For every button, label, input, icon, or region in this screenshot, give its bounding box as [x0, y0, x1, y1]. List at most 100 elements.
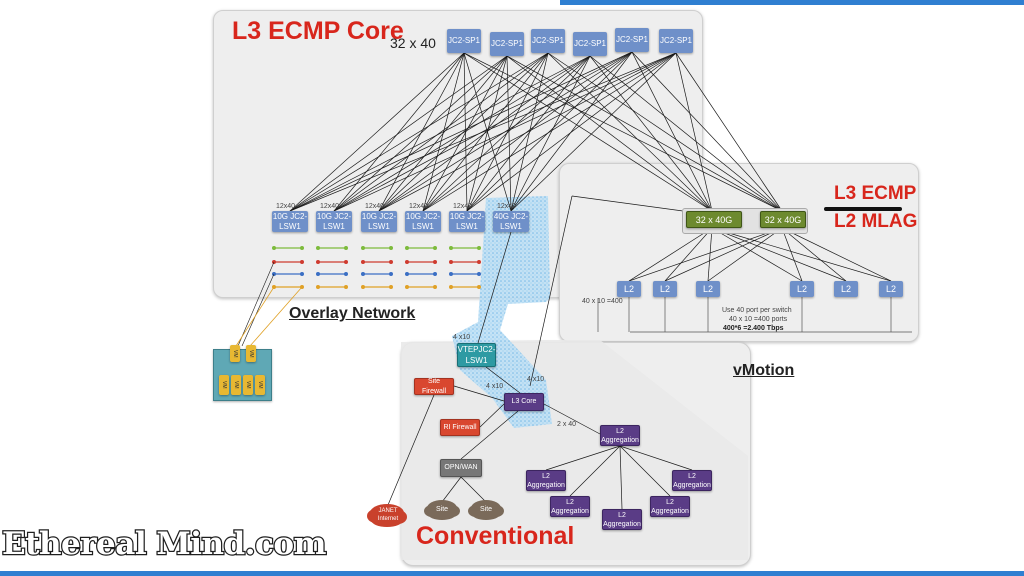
spine-leaf-link [289, 52, 465, 212]
leaf-label: 10G JC2-LSW1 [449, 211, 485, 231]
capacity-note-2: 40 x 10 =400 ports [729, 316, 788, 323]
l2-switch[interactable]: L2 [834, 281, 858, 297]
host-port-dot [449, 285, 453, 289]
spine-leaf-link [510, 52, 677, 212]
site-firewall[interactable]: Site Firewall [414, 378, 454, 395]
l2-switch[interactable]: L2 [617, 281, 641, 297]
l2-switch[interactable]: L2 [790, 281, 814, 297]
host-port-dot [389, 260, 393, 264]
mlag-switch-2[interactable]: 32 x 40G [760, 211, 806, 228]
site-cloud-2 [468, 500, 504, 520]
spine-leaf-link [422, 55, 591, 212]
spine-switch[interactable]: JC2-SP1 [447, 29, 481, 53]
spine-leaf-link [289, 55, 508, 212]
leaf-switch[interactable]: 10G JC2-LSW1 [361, 211, 397, 232]
l2-aggregation[interactable]: L2 Aggregation [602, 509, 642, 530]
spine-switch[interactable]: JC2-SP1 [490, 32, 524, 56]
mlag-l2-link [781, 227, 892, 282]
spine-mlag-link [631, 51, 783, 212]
mlag-l2-link [664, 227, 783, 282]
vmotion-label: vMotion [733, 362, 795, 379]
opn-wan[interactable]: OPN/WAN [440, 459, 482, 477]
spine-leaf-link [289, 51, 633, 212]
l2-switch[interactable]: L2 [696, 281, 720, 297]
mlag-l2-link [781, 227, 847, 282]
mlag-l2-link [781, 227, 803, 282]
host-vm-link [237, 261, 275, 347]
vm-tile[interactable]: VM [246, 345, 256, 362]
mlag-l2-link [707, 227, 783, 282]
host-port-dot [405, 285, 409, 289]
overlay-network-label: Overlay Network [289, 305, 416, 322]
l2-aggregation-main[interactable]: L2 Aggregation [600, 425, 640, 446]
leaf-switch[interactable]: 10G JC2-LSW1 [405, 211, 441, 232]
host-port-dot [316, 285, 320, 289]
mlag-l2-link [628, 227, 783, 282]
vm-tile[interactable]: VM [243, 375, 253, 395]
leaf-uplink-label: 12x40 [320, 203, 340, 210]
vm-tile[interactable]: VM [219, 375, 229, 395]
l2-switch[interactable]: L2 [879, 281, 903, 297]
agg-link [619, 445, 693, 471]
leaf-switch[interactable]: 10G JC2-LSW1 [272, 211, 308, 232]
core-link [485, 366, 521, 394]
leaf-uplink-label: 12x40 [497, 203, 517, 210]
vm-tile[interactable]: VM [255, 375, 265, 395]
spine-label: JC2-SP1 [531, 36, 564, 45]
l3-core[interactable]: L3 Core [504, 393, 544, 411]
spine-switch[interactable]: JC2-SP1 [615, 28, 649, 52]
host-port-dot [344, 272, 348, 276]
spine-leaf-link [333, 55, 508, 212]
spine-switch[interactable]: JC2-SP1 [659, 29, 693, 53]
host-port-dot [344, 260, 348, 264]
host-port-dot [405, 260, 409, 264]
host-port-dot [389, 272, 393, 276]
leaf-label: 40G JC2-LSW1 [493, 211, 529, 231]
l2-aggregation[interactable]: L2 Aggregation [650, 496, 690, 517]
leaf-uplink-label: 12x40 [453, 203, 473, 210]
host-vm-link [249, 286, 303, 347]
vtep-uplink [529, 195, 573, 387]
host-port-dot [477, 260, 481, 264]
vm-tile[interactable]: VM [230, 345, 240, 362]
ri-firewall[interactable]: RI Firewall [440, 419, 480, 436]
spine-leaf-link [333, 52, 549, 212]
host-port-dot [361, 285, 365, 289]
leaf-switch[interactable]: 10G JC2-LSW1 [316, 211, 352, 232]
spine-switch[interactable]: JC2-SP1 [573, 32, 607, 56]
l2-aggregation[interactable]: L2 Aggregation [526, 470, 566, 491]
vtep-switch[interactable]: VTEPJC2-LSW1 [457, 343, 496, 367]
l2-aggregation[interactable]: L2 Aggregation [550, 496, 590, 517]
firewall-janet-link [387, 394, 435, 506]
spine-switch[interactable]: JC2-SP1 [531, 29, 565, 53]
core-agg-link [543, 403, 601, 435]
spine-leaf-link [466, 52, 677, 212]
leaf-switch[interactable]: 40G JC2-LSW1 [493, 211, 529, 232]
mlag-switch-1[interactable]: 32 x 40G [686, 211, 742, 228]
agg-link [545, 445, 621, 471]
l3-ecmp-label: L3 ECMP [834, 183, 917, 204]
ecmp-mlag-divider [824, 207, 902, 211]
site-label-1: Site [435, 506, 449, 513]
spine-label: JC2-SP1 [659, 36, 692, 45]
agg-link [619, 445, 623, 510]
bottom-accent-bar [0, 571, 1024, 576]
spine-leaf-link [422, 52, 677, 212]
top-accent-bar [0, 0, 1024, 6]
site-cloud-1 [424, 500, 460, 520]
leaf-uplink-label: 12x40 [409, 203, 429, 210]
vm-tile[interactable]: VM [231, 375, 241, 395]
l2-aggregation[interactable]: L2 Aggregation [672, 470, 712, 491]
spine-leaf-link [378, 52, 549, 212]
spine-leaf-link [378, 55, 508, 212]
spine-leaf-link [510, 55, 591, 212]
agg-link [619, 445, 671, 497]
spine-leaf-link [289, 52, 549, 212]
leaf-switch[interactable]: 10G JC2-LSW1 [449, 211, 485, 232]
host-port-dot [344, 285, 348, 289]
host-port-dot [316, 272, 320, 276]
host-port-dot [316, 246, 320, 250]
l2-switch[interactable]: L2 [653, 281, 677, 297]
host-port-dot [449, 246, 453, 250]
